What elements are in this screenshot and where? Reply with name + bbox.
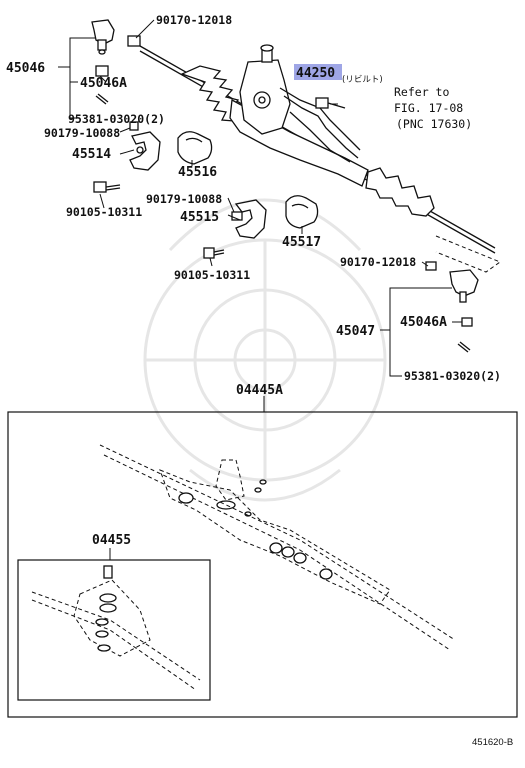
bracket-45514[interactable] xyxy=(129,131,161,171)
label-90170-right: 90170-12018 xyxy=(340,255,416,269)
label-04455: 04455 xyxy=(92,533,131,548)
label-45515: 45515 xyxy=(180,210,219,225)
label-90179-mid: 90179-10088 xyxy=(146,192,222,206)
nut-90179-left[interactable] xyxy=(129,121,139,131)
kit-box-04455 xyxy=(17,559,211,701)
label-95381-right: 95381-03020(2) xyxy=(404,369,501,383)
label-45516: 45516 xyxy=(178,165,217,180)
label-95381-top: 95381-03020(2) xyxy=(68,112,165,126)
right-rack-end-dashed xyxy=(435,235,502,273)
bracket-45515[interactable] xyxy=(234,199,267,239)
bolt-90105-mid[interactable] xyxy=(203,247,225,259)
cotter-pin-right[interactable] xyxy=(457,341,471,353)
label-45046a-right: 45046A xyxy=(400,315,447,330)
refer-line2[interactable]: FIG. 17-08 xyxy=(394,101,463,115)
tie-rod-end-left[interactable] xyxy=(91,19,141,55)
label-45517: 45517 xyxy=(282,235,321,250)
kit-box-04445a xyxy=(7,411,518,718)
steering-rack-assembly[interactable] xyxy=(139,44,496,254)
label-45046a-top: 45046A xyxy=(80,76,127,91)
label-90105-top: 90105-10311 xyxy=(66,205,142,219)
label-45514: 45514 xyxy=(72,147,111,162)
label-04445a: 04445A xyxy=(236,383,283,398)
leader-lines xyxy=(58,19,462,560)
label-45046: 45046 xyxy=(6,61,45,76)
nut-45046a-left[interactable] xyxy=(95,65,109,77)
tie-rod-end-right[interactable] xyxy=(425,261,479,303)
label-44250[interactable]: 44250 xyxy=(296,66,335,81)
bushing-45516[interactable] xyxy=(177,131,213,165)
nut-90179-mid[interactable] xyxy=(231,211,243,221)
label-90179-top: 90179-10088 xyxy=(44,126,120,140)
kit-rack-04445a[interactable] xyxy=(99,444,456,651)
cotter-pin-left[interactable] xyxy=(95,93,109,105)
label-44250-suffix: (リビルト) xyxy=(342,75,383,85)
diagram-code: 451620-B xyxy=(472,737,513,748)
label-90105-mid: 90105-10311 xyxy=(174,268,250,282)
refer-line1: Refer to xyxy=(394,85,449,99)
label-44250-highlight xyxy=(294,64,342,80)
watermark-emblem xyxy=(143,198,387,502)
refer-line3: (PNC 17630) xyxy=(396,117,472,131)
kit-rack-04455[interactable] xyxy=(31,565,201,691)
label-45047: 45047 xyxy=(336,324,375,339)
bushing-45517[interactable] xyxy=(285,195,319,229)
label-90170-top: 90170-12018 xyxy=(156,13,232,27)
nut-45046a-right[interactable] xyxy=(461,317,473,327)
bolt-90105-left[interactable] xyxy=(93,181,121,193)
